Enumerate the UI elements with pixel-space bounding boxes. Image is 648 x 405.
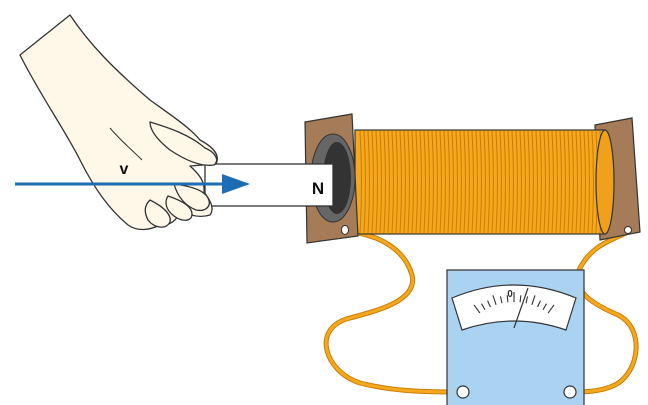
magnet-north-label: N (312, 179, 324, 198)
velocity-label: v (120, 161, 129, 178)
galvanometer: 0 (447, 270, 584, 405)
wire-left-core (326, 232, 463, 392)
meter-terminal-right (564, 386, 576, 398)
wire-left (326, 232, 463, 392)
meter-terminal-left (457, 386, 469, 398)
meter-zero-label: 0 (507, 289, 513, 300)
coil-end-right (596, 130, 614, 234)
meter-tick (520, 295, 521, 302)
hand (20, 15, 217, 230)
coil (355, 130, 614, 234)
